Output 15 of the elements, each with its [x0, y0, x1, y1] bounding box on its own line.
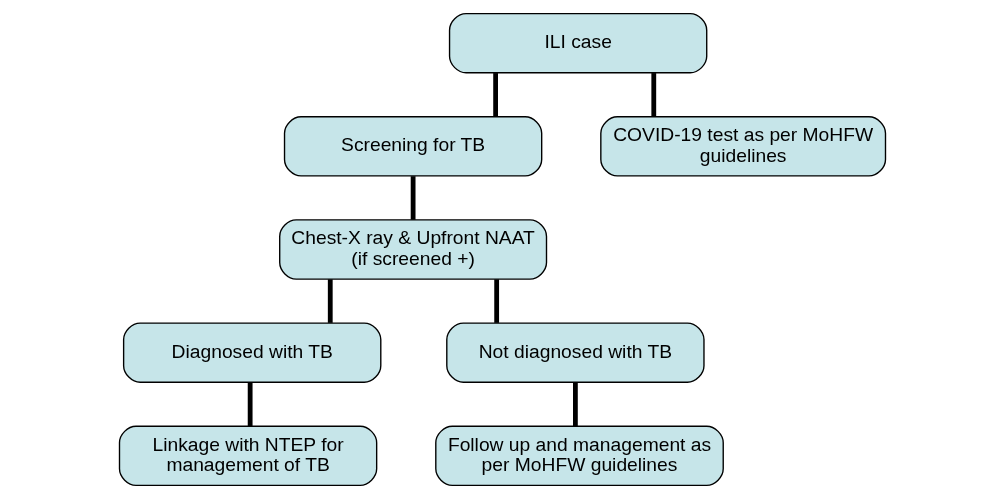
connector: [493, 279, 499, 323]
node-box: ILI case: [448, 12, 707, 74]
node-box: Chest-X ray & Upfront NAAT (if screened +): [278, 219, 547, 280]
node-box: Diagnosed with TB: [122, 322, 381, 383]
connector: [247, 382, 253, 426]
connector: [410, 176, 415, 220]
connector: [650, 73, 656, 117]
connector: [492, 73, 498, 117]
node-box: Follow up and management as per MoHFW guidelines: [434, 425, 724, 487]
node-box: Screening for TB: [283, 116, 542, 177]
node-box: COVID-19 test as per MoHFW guidelines: [599, 116, 886, 177]
node-box: Not diagnosed with TB: [445, 322, 705, 383]
connector: [327, 279, 333, 323]
connector: [572, 382, 578, 426]
node-box: Linkage with NTEP for management of TB: [118, 425, 377, 487]
